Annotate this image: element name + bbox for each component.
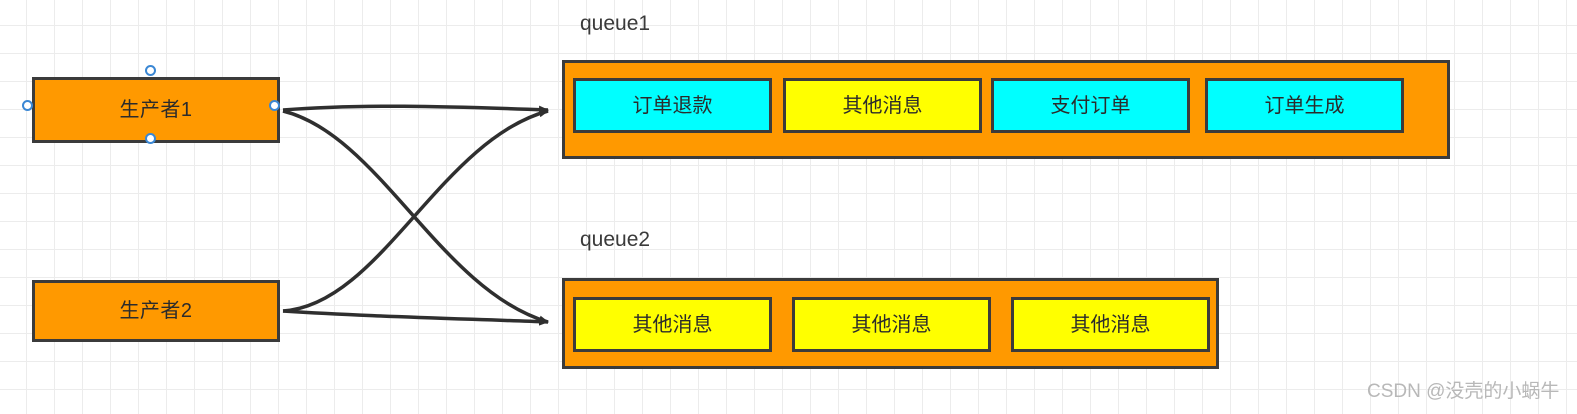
- queue-1-message-4[interactable]: 订单生成: [1205, 78, 1404, 133]
- producer-node-2-label: 生产者2: [119, 300, 193, 322]
- edge-producer1-to-queue1: [282, 104, 549, 114]
- queue-1-message-1-label: 订单退款: [632, 94, 713, 117]
- producer-node-2[interactable]: 生产者2: [32, 280, 280, 342]
- queue-1-message-2-label: 其他消息: [842, 94, 923, 117]
- producer-node-1[interactable]: 生产者1: [32, 77, 280, 143]
- queue-2-message-1[interactable]: 其他消息: [573, 297, 772, 352]
- producer-node-1-label: 生产者1: [119, 99, 193, 121]
- queue-1-message-2[interactable]: 其他消息: [783, 78, 982, 133]
- selection-handle-bottom[interactable]: [145, 133, 156, 144]
- edge-producer2-to-queue1: [282, 109, 549, 313]
- queue-2-message-2-label: 其他消息: [851, 313, 932, 336]
- queue-2-message-3[interactable]: 其他消息: [1011, 297, 1210, 352]
- selection-handle-right[interactable]: [269, 100, 280, 111]
- edge-producer2-to-queue2: [282, 309, 549, 326]
- queue-1-title: queue1: [580, 12, 651, 35]
- queue-2-title: queue2: [580, 228, 651, 251]
- queue-1-message-4-label: 订单生成: [1264, 94, 1345, 117]
- queue-1-message-3[interactable]: 支付订单: [991, 78, 1190, 133]
- selection-handle-top[interactable]: [145, 65, 156, 76]
- selection-handle-left[interactable]: [22, 100, 33, 111]
- edge-producer1-to-queue2: [282, 109, 549, 324]
- queue-1-message-1[interactable]: 订单退款: [573, 78, 772, 133]
- queue-2-message-2[interactable]: 其他消息: [792, 297, 991, 352]
- csdn-watermark: CSDN @没壳的小蜗牛: [1367, 381, 1560, 402]
- queue-2-message-3-label: 其他消息: [1070, 313, 1151, 336]
- queue-2-message-1-label: 其他消息: [632, 313, 713, 336]
- queue-1-message-3-label: 支付订单: [1050, 94, 1131, 117]
